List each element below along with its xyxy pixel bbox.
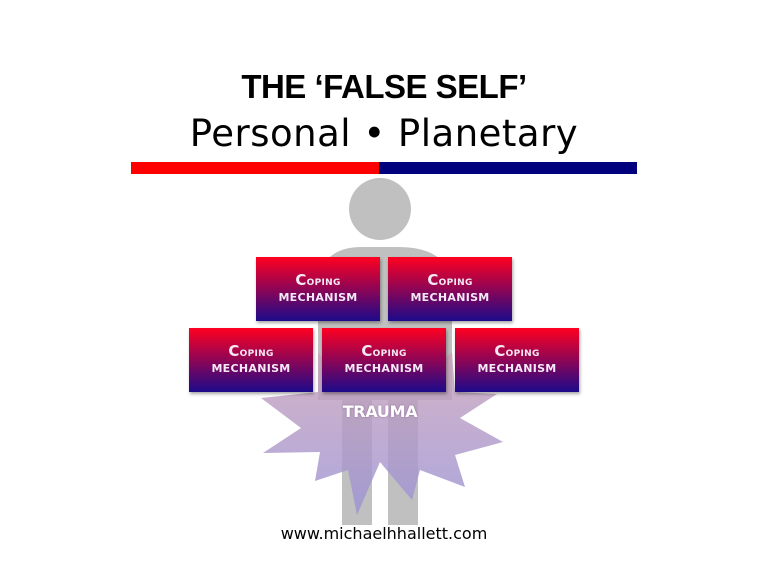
coping-box-label: Coping xyxy=(295,271,341,290)
coping-box-2: Coping MECHANISM xyxy=(388,257,512,321)
coping-box-5: Coping MECHANISM xyxy=(455,328,579,392)
coping-box-3: Coping MECHANISM xyxy=(189,328,313,392)
coping-box-4: Coping MECHANISM xyxy=(322,328,446,392)
website-url: www.michaelhhallett.com xyxy=(280,524,488,543)
coping-box-1: Coping MECHANISM xyxy=(256,257,380,321)
coping-box-sublabel: MECHANISM xyxy=(344,362,424,375)
coping-box-sublabel: MECHANISM xyxy=(477,362,557,375)
divider-blue-segment xyxy=(379,162,637,174)
coping-box-sublabel: MECHANISM xyxy=(211,362,291,375)
coping-box-label: Coping xyxy=(228,342,274,361)
diagram-title: THE ‘FALSE SELF’ xyxy=(241,68,527,105)
coping-box-sublabel: MECHANISM xyxy=(410,291,490,304)
trauma-label: TRAUMA xyxy=(342,402,418,421)
figure-head-icon xyxy=(349,178,411,240)
diagram-subtitle: Personal • Planetary xyxy=(189,112,579,155)
coping-box-label: Coping xyxy=(427,271,473,290)
coping-box-label: Coping xyxy=(361,342,407,361)
coping-box-label: Coping xyxy=(494,342,540,361)
coping-box-sublabel: MECHANISM xyxy=(278,291,358,304)
divider-red-segment xyxy=(131,162,379,174)
